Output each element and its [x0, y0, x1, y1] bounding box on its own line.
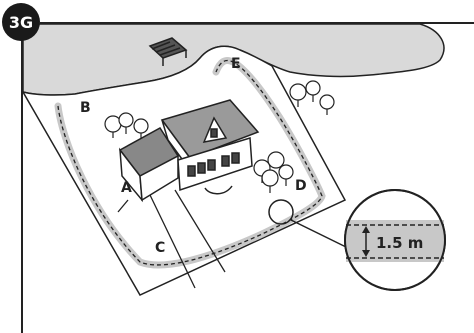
dock-icon [148, 37, 188, 66]
tree-group-center [253, 151, 294, 193]
label-a: A [121, 180, 132, 196]
tree-group-left [104, 112, 149, 139]
label-e: E [231, 56, 241, 72]
leader-line [290, 219, 347, 248]
house-icon [118, 99, 260, 203]
inset-detail [344, 189, 446, 291]
label-b: B [80, 100, 91, 116]
figure-badge-label: 3G [9, 13, 33, 32]
figure-badge: 3G [2, 3, 40, 41]
tree-group-right [289, 80, 335, 115]
detail-circle [268, 199, 294, 225]
label-c: C [155, 240, 165, 256]
label-d: D [295, 178, 307, 194]
driveway-lines [117, 189, 226, 289]
figure-frame [21, 22, 474, 333]
boundary-wire [57, 59, 323, 266]
distance-label: 1.5 m [376, 234, 423, 252]
